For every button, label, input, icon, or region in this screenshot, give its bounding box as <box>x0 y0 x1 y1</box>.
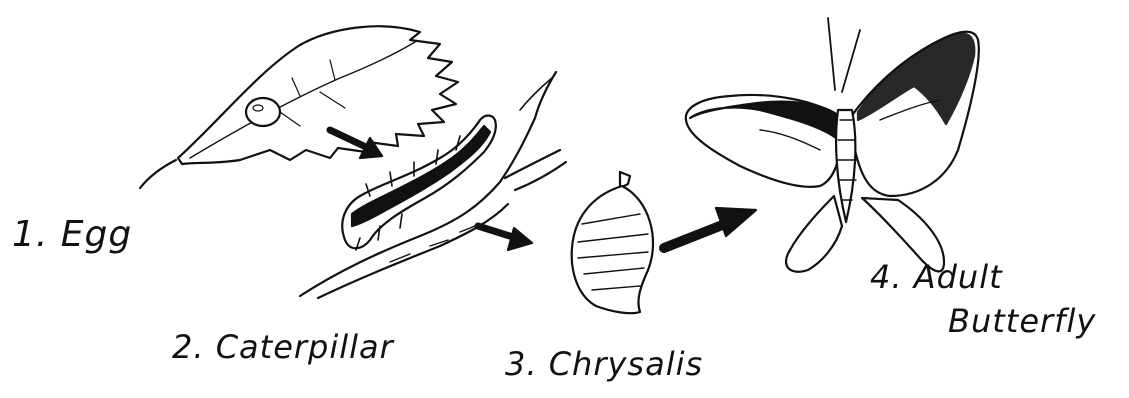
arrow-chrysalis-to-butterfly <box>664 208 756 248</box>
egg-illustration <box>246 98 280 126</box>
arrow-caterpillar-to-chrysalis <box>478 226 532 250</box>
chrysalis-illustration <box>572 172 653 313</box>
arrow-egg-to-caterpillar <box>330 130 382 158</box>
leaf-illustration <box>140 26 458 188</box>
stage-label-adult: 4. Adult <box>870 258 1003 296</box>
stage-label-butterfly: Butterfly <box>948 302 1096 340</box>
stage-label-egg: 1. Egg <box>12 214 132 255</box>
stage-label-caterpillar: 2. Caterpillar <box>172 328 394 366</box>
stage-label-chrysalis: 3. Chrysalis <box>505 345 703 383</box>
